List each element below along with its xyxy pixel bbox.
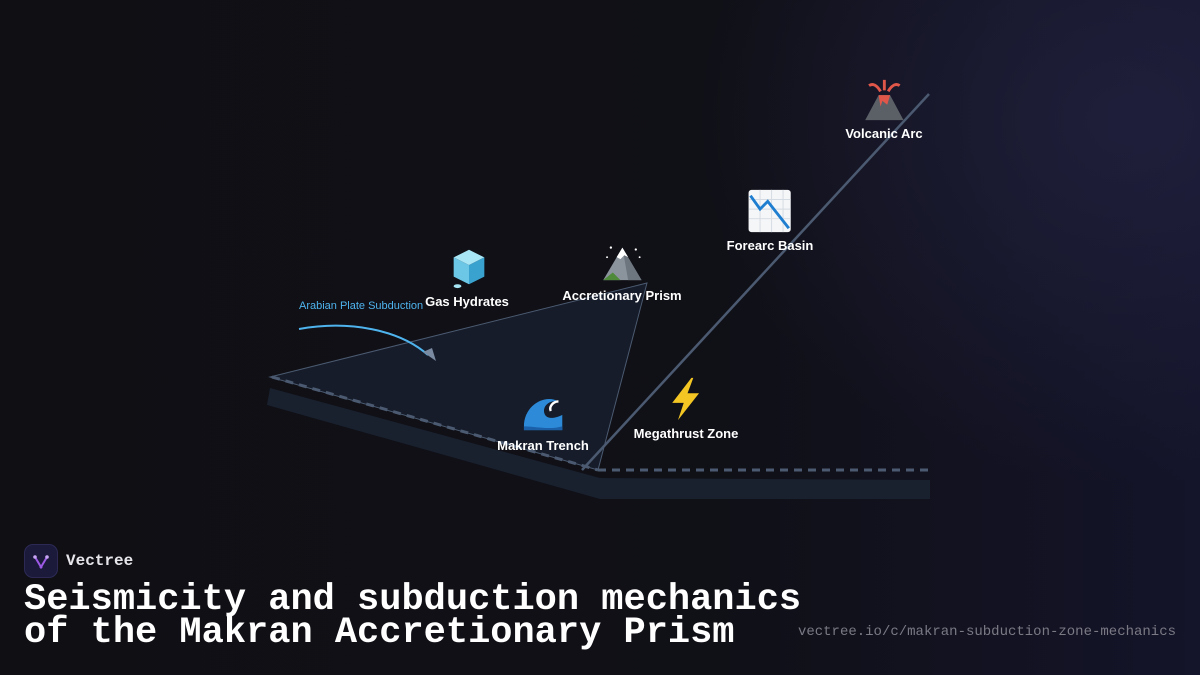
subduction-label: Arabian Plate Subduction	[299, 300, 424, 312]
subduction-arrowhead	[423, 348, 436, 361]
node-label: Volcanic Arc	[845, 126, 923, 141]
node-megathrust-zone[interactable]: Megathrust Zone	[633, 374, 739, 441]
node-forearc-basin[interactable]: Forearc Basin	[726, 186, 814, 253]
node-makran-trench[interactable]: Makran Trench	[497, 386, 589, 453]
subduction-arrow	[298, 324, 429, 356]
volcano-icon	[864, 79, 904, 121]
title-line-2: of the Makran Accretionary Prism	[24, 612, 735, 654]
node-label: Forearc Basin	[726, 238, 814, 253]
brand-name: Vectree	[66, 552, 134, 570]
overriding-plate-side	[600, 478, 930, 499]
water-wave-icon	[523, 399, 563, 431]
ice-cube-icon	[453, 249, 485, 289]
node-label: Accretionary Prism	[562, 288, 682, 303]
node-label: Gas Hydrates	[425, 294, 509, 309]
chart-decreasing-icon	[748, 189, 792, 233]
brand[interactable]: Vectree	[24, 544, 801, 578]
vectree-logo-icon	[24, 544, 58, 578]
title-line-1: Seismicity and subduction mechanics	[24, 579, 802, 621]
subducting-plate-side	[267, 388, 600, 499]
node-accretionary-prism[interactable]: Accretionary Prism	[562, 236, 682, 303]
node-volcanic-arc[interactable]: Volcanic Arc	[845, 74, 923, 141]
megathrust-slab-line	[581, 93, 930, 471]
source-url[interactable]: vectree.io/c/makran-subduction-zone-mech…	[797, 624, 1176, 640]
page-title: Seismicity and subduction mechanics of t…	[24, 579, 802, 654]
plate-edge-dashed-left	[271, 375, 599, 472]
node-gas-hydrates[interactable]: Gas Hydrates	[425, 242, 509, 309]
node-label: Megathrust Zone	[633, 426, 739, 441]
lightning-icon	[672, 377, 700, 421]
node-label: Makran Trench	[497, 438, 589, 453]
snow-mountain-icon	[602, 246, 642, 281]
footer: Vectree Seismicity and subduction mechan…	[24, 544, 802, 654]
